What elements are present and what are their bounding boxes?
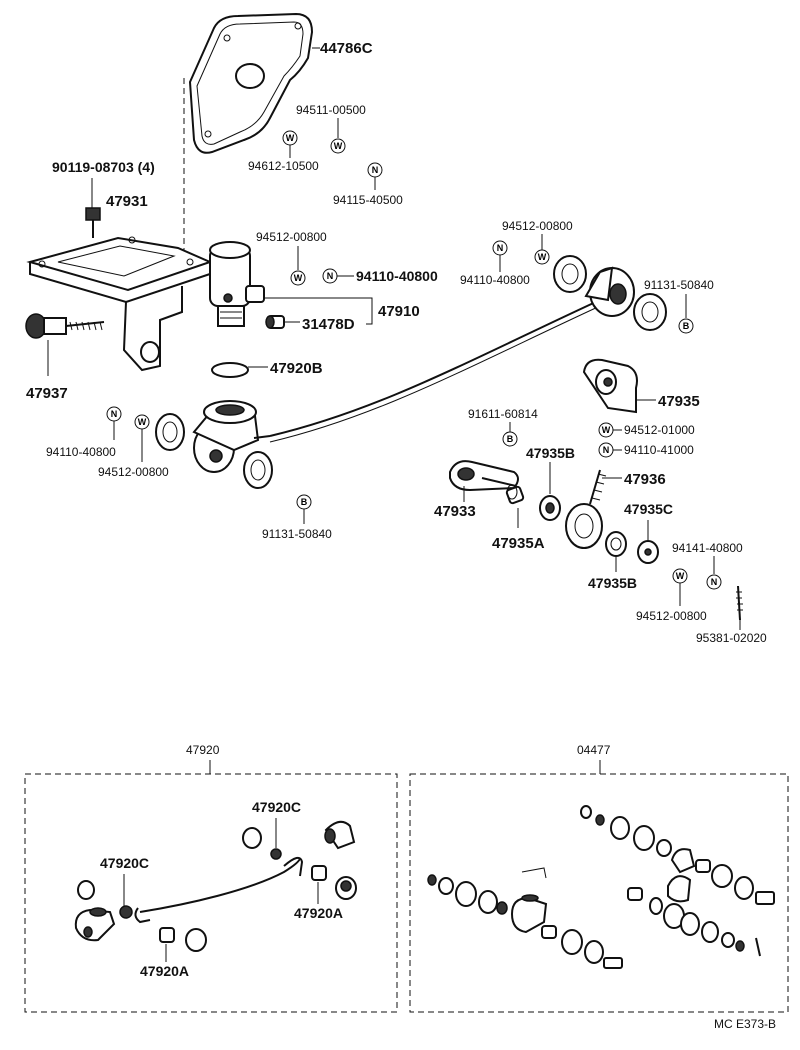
label-94612-10500: 94612-10500: [248, 159, 319, 173]
label-47931: 47931: [106, 193, 148, 210]
nut-symbol: N: [367, 162, 383, 178]
cotter-pin-95381: [736, 585, 743, 621]
svg-text:W: W: [138, 417, 147, 427]
label-47936: 47936: [624, 471, 666, 488]
label-90119-08703: 90119-08703 (4): [52, 159, 155, 175]
label-94115-40500: 94115-40500: [333, 193, 403, 207]
bushing-47935B: [605, 531, 627, 557]
washer-symbol: W: [290, 270, 306, 286]
link-rod: [269, 299, 601, 437]
svg-text:B: B: [301, 497, 308, 507]
svg-text:W: W: [676, 571, 685, 581]
kit-47920-parts: [74, 820, 357, 952]
rod-end-47936: [565, 469, 607, 549]
bracket-47935: [582, 358, 638, 414]
svg-text:W: W: [334, 141, 343, 151]
svg-text:N: N: [111, 409, 118, 419]
label-95381-02020: 95381-02020: [696, 631, 767, 645]
bushing-upper-left: [553, 255, 587, 293]
label-94110-40800-upper: 94110-40800: [460, 273, 530, 287]
label-91131-50840-upper: 91131-50840: [644, 278, 714, 292]
label-94110-40800-left: 94110-40800: [46, 445, 116, 459]
svg-text:W: W: [602, 425, 611, 435]
bolt-symbol: B: [678, 318, 694, 334]
washer-symbol: W: [330, 138, 346, 154]
svg-text:N: N: [497, 243, 504, 253]
kit-04477-box: [409, 773, 789, 1013]
lever-47933: [449, 460, 519, 492]
label-47935B-upper: 47935B: [526, 445, 575, 461]
bolt-90119: [85, 207, 101, 238]
label-94110-40800-valve: 94110-40800: [356, 268, 438, 284]
cover-plate-44786C: [188, 12, 314, 154]
washer-symbol: W: [598, 422, 614, 438]
label-94511-00500: 94511-00500: [296, 103, 366, 117]
bushing-left: [155, 413, 185, 451]
label-47910: 47910: [378, 303, 420, 320]
bolt-symbol: B: [502, 431, 518, 447]
label-94512-01000: 94512-01000: [624, 423, 695, 437]
kit-47920-box: [24, 773, 398, 1013]
footer-code: MC E373-B: [714, 1017, 776, 1031]
label-47920A-right: 47920A: [294, 905, 343, 921]
link-end-upper: [584, 266, 635, 317]
label-94110-41000: 94110-41000: [624, 443, 694, 457]
kit-04477-title: 04477: [577, 743, 611, 757]
svg-text:N: N: [327, 271, 334, 281]
bolt-symbol: B: [296, 494, 312, 510]
label-31478D: 31478D: [302, 316, 355, 333]
nut-symbol: N: [598, 442, 614, 458]
svg-text:N: N: [372, 165, 379, 175]
label-47920C-left: 47920C: [100, 855, 149, 871]
label-91131-50840-lower: 91131-50840: [262, 527, 332, 541]
svg-text:W: W: [294, 273, 303, 283]
nut-symbol: N: [322, 268, 338, 284]
nut-symbol: N: [492, 240, 508, 256]
label-47935: 47935: [658, 393, 700, 410]
label-94512-00800-valve: 94512-00800: [256, 230, 327, 244]
washer-symbol: W: [672, 568, 688, 584]
label-94512-00800-left: 94512-00800: [98, 465, 169, 479]
nut-symbol: N: [106, 406, 122, 422]
link-end-lower: [192, 400, 271, 473]
washer-symbol: W: [534, 249, 550, 265]
label-44786C: 44786C: [320, 40, 373, 57]
label-47935C: 47935C: [624, 501, 673, 517]
washer-symbol: W: [282, 130, 298, 146]
nut-symbol: N: [706, 574, 722, 590]
svg-text:N: N: [603, 445, 610, 455]
oring-47920B: [211, 362, 249, 378]
bushing-right: [243, 451, 273, 489]
svg-text:B: B: [683, 321, 690, 331]
label-94512-00800-upper: 94512-00800: [502, 219, 573, 233]
kit-47920-title: 47920: [186, 743, 220, 757]
kit-04477-parts: [427, 805, 775, 969]
svg-text:B: B: [507, 434, 514, 444]
bushing-47935A: [505, 484, 525, 505]
valve-47910: [209, 241, 265, 327]
label-47937: 47937: [26, 385, 68, 402]
svg-text:N: N: [711, 577, 718, 587]
plug-31478D: [265, 315, 285, 329]
label-91611-60814: 91611-60814: [468, 407, 538, 421]
label-47920C-upper: 47920C: [252, 799, 301, 815]
label-47935A: 47935A: [492, 535, 545, 552]
label-94141-40800: 94141-40800: [672, 541, 743, 555]
label-47935B-lower: 47935B: [588, 575, 637, 591]
svg-text:W: W: [538, 252, 547, 262]
pin-47937: [25, 313, 105, 339]
label-47920A-lower: 47920A: [140, 963, 189, 979]
washer-symbol: W: [134, 414, 150, 430]
bracket-47931: [26, 236, 213, 372]
svg-text:W: W: [286, 133, 295, 143]
label-94512-00800-right: 94512-00800: [636, 609, 707, 623]
label-47933: 47933: [434, 503, 476, 520]
bushing-upper-right: [633, 293, 667, 331]
label-47920B: 47920B: [270, 360, 323, 377]
